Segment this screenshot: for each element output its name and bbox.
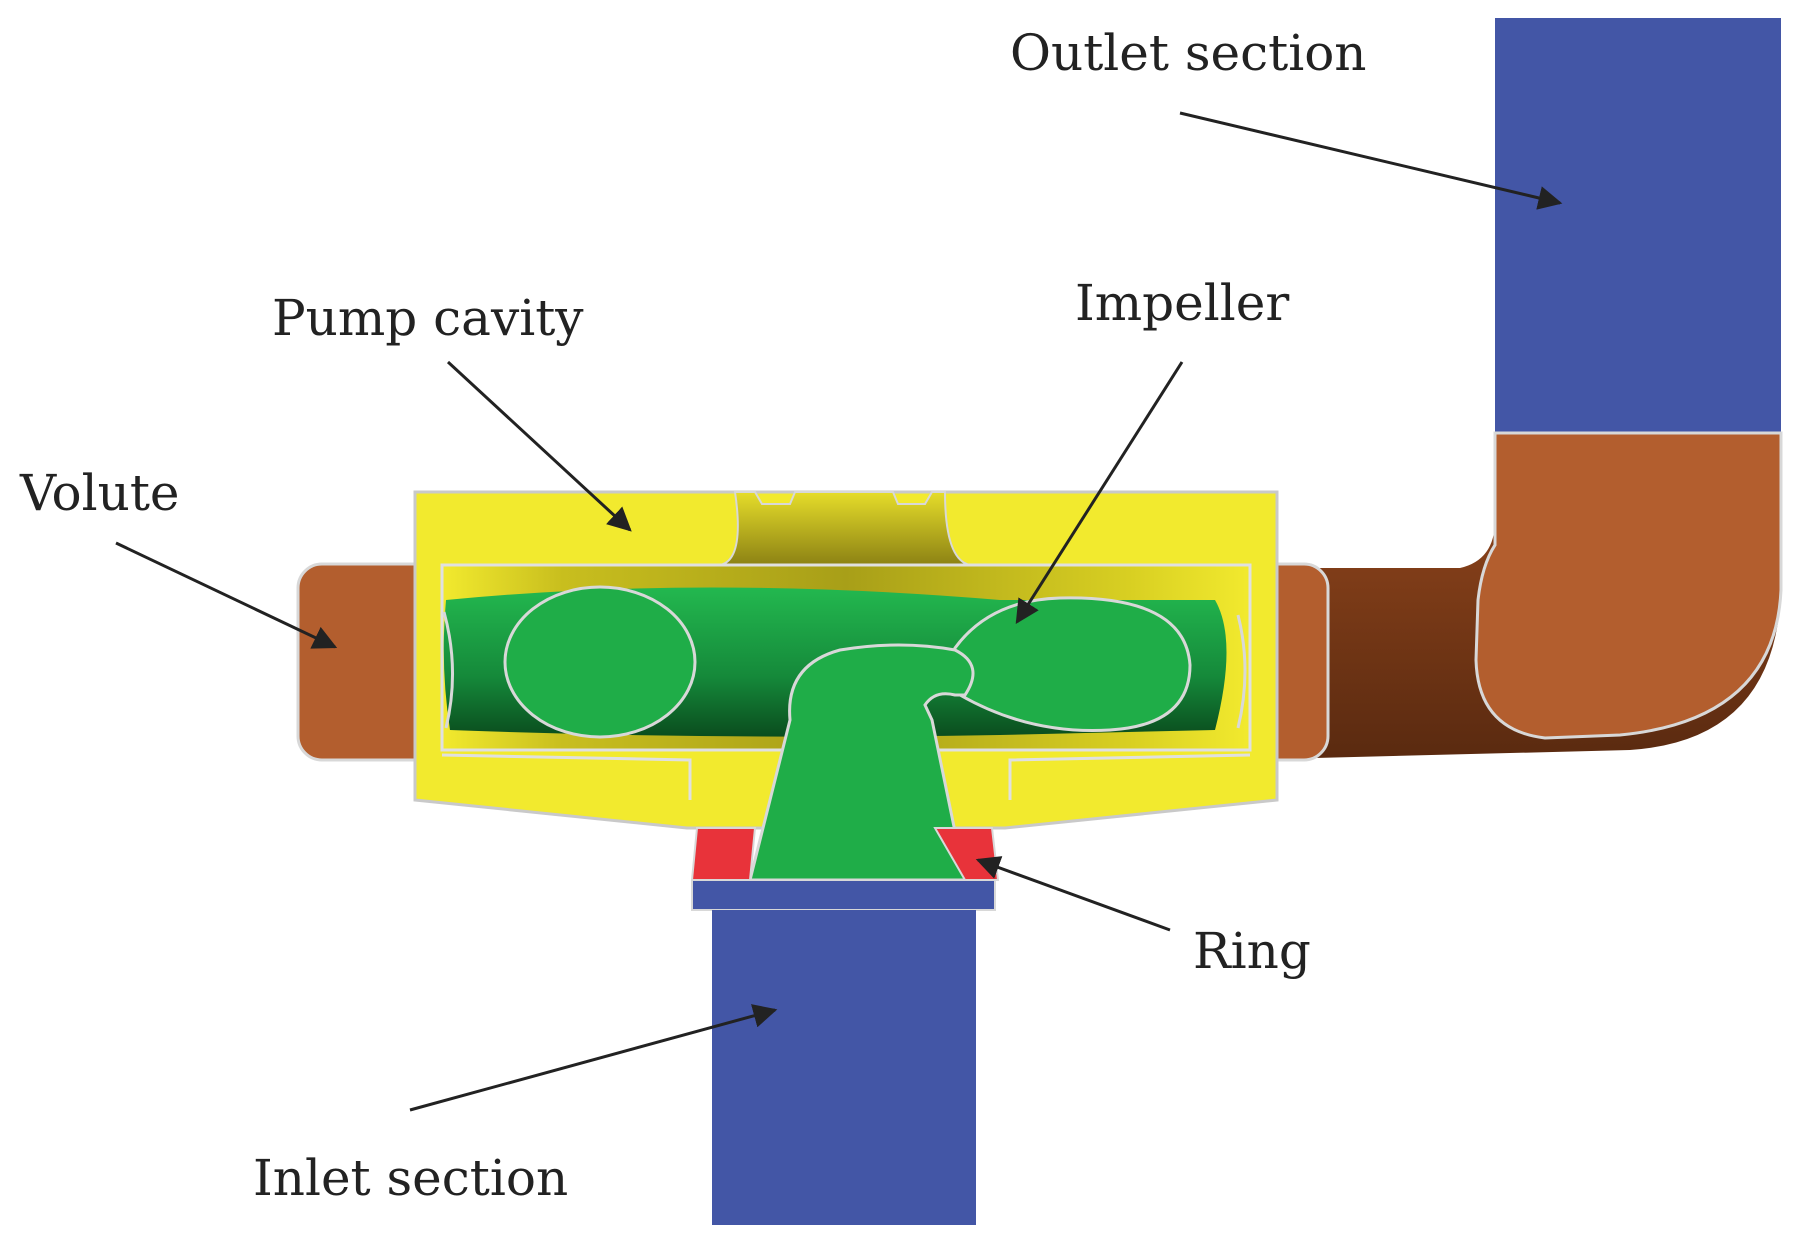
outlet-section-shape: [1495, 18, 1781, 433]
impeller-edge-left: [442, 611, 455, 729]
arrow-ring: [975, 856, 1171, 932]
pump-cavity-neck: [719, 491, 971, 566]
arrow-inlet: [409, 1004, 778, 1112]
label-outlet: Outlet section: [1010, 24, 1367, 82]
pump-cavity-lip: [441, 753, 1251, 800]
label-volute: Volute: [19, 464, 180, 522]
ring-left: [690, 827, 757, 881]
inlet-flange: [691, 879, 996, 911]
inlet-section-shape: [712, 910, 976, 1225]
arrow-outlet: [1179, 111, 1563, 210]
impeller-hub-shape: [748, 643, 975, 882]
impeller-blade-left: [503, 585, 697, 739]
arrow-pump-cavity: [446, 360, 632, 532]
arrow-impeller: [1015, 361, 1184, 625]
impeller-blade-right: [949, 596, 1192, 733]
label-pump-cavity: Pump cavity: [272, 289, 584, 347]
impeller-edge-right: [1236, 614, 1247, 729]
label-ring: Ring: [1193, 922, 1311, 980]
label-inlet: Inlet section: [253, 1149, 568, 1207]
outlet-bend-face: [1474, 431, 1783, 740]
label-impeller: Impeller: [1075, 274, 1289, 332]
arrow-volute: [115, 541, 338, 649]
